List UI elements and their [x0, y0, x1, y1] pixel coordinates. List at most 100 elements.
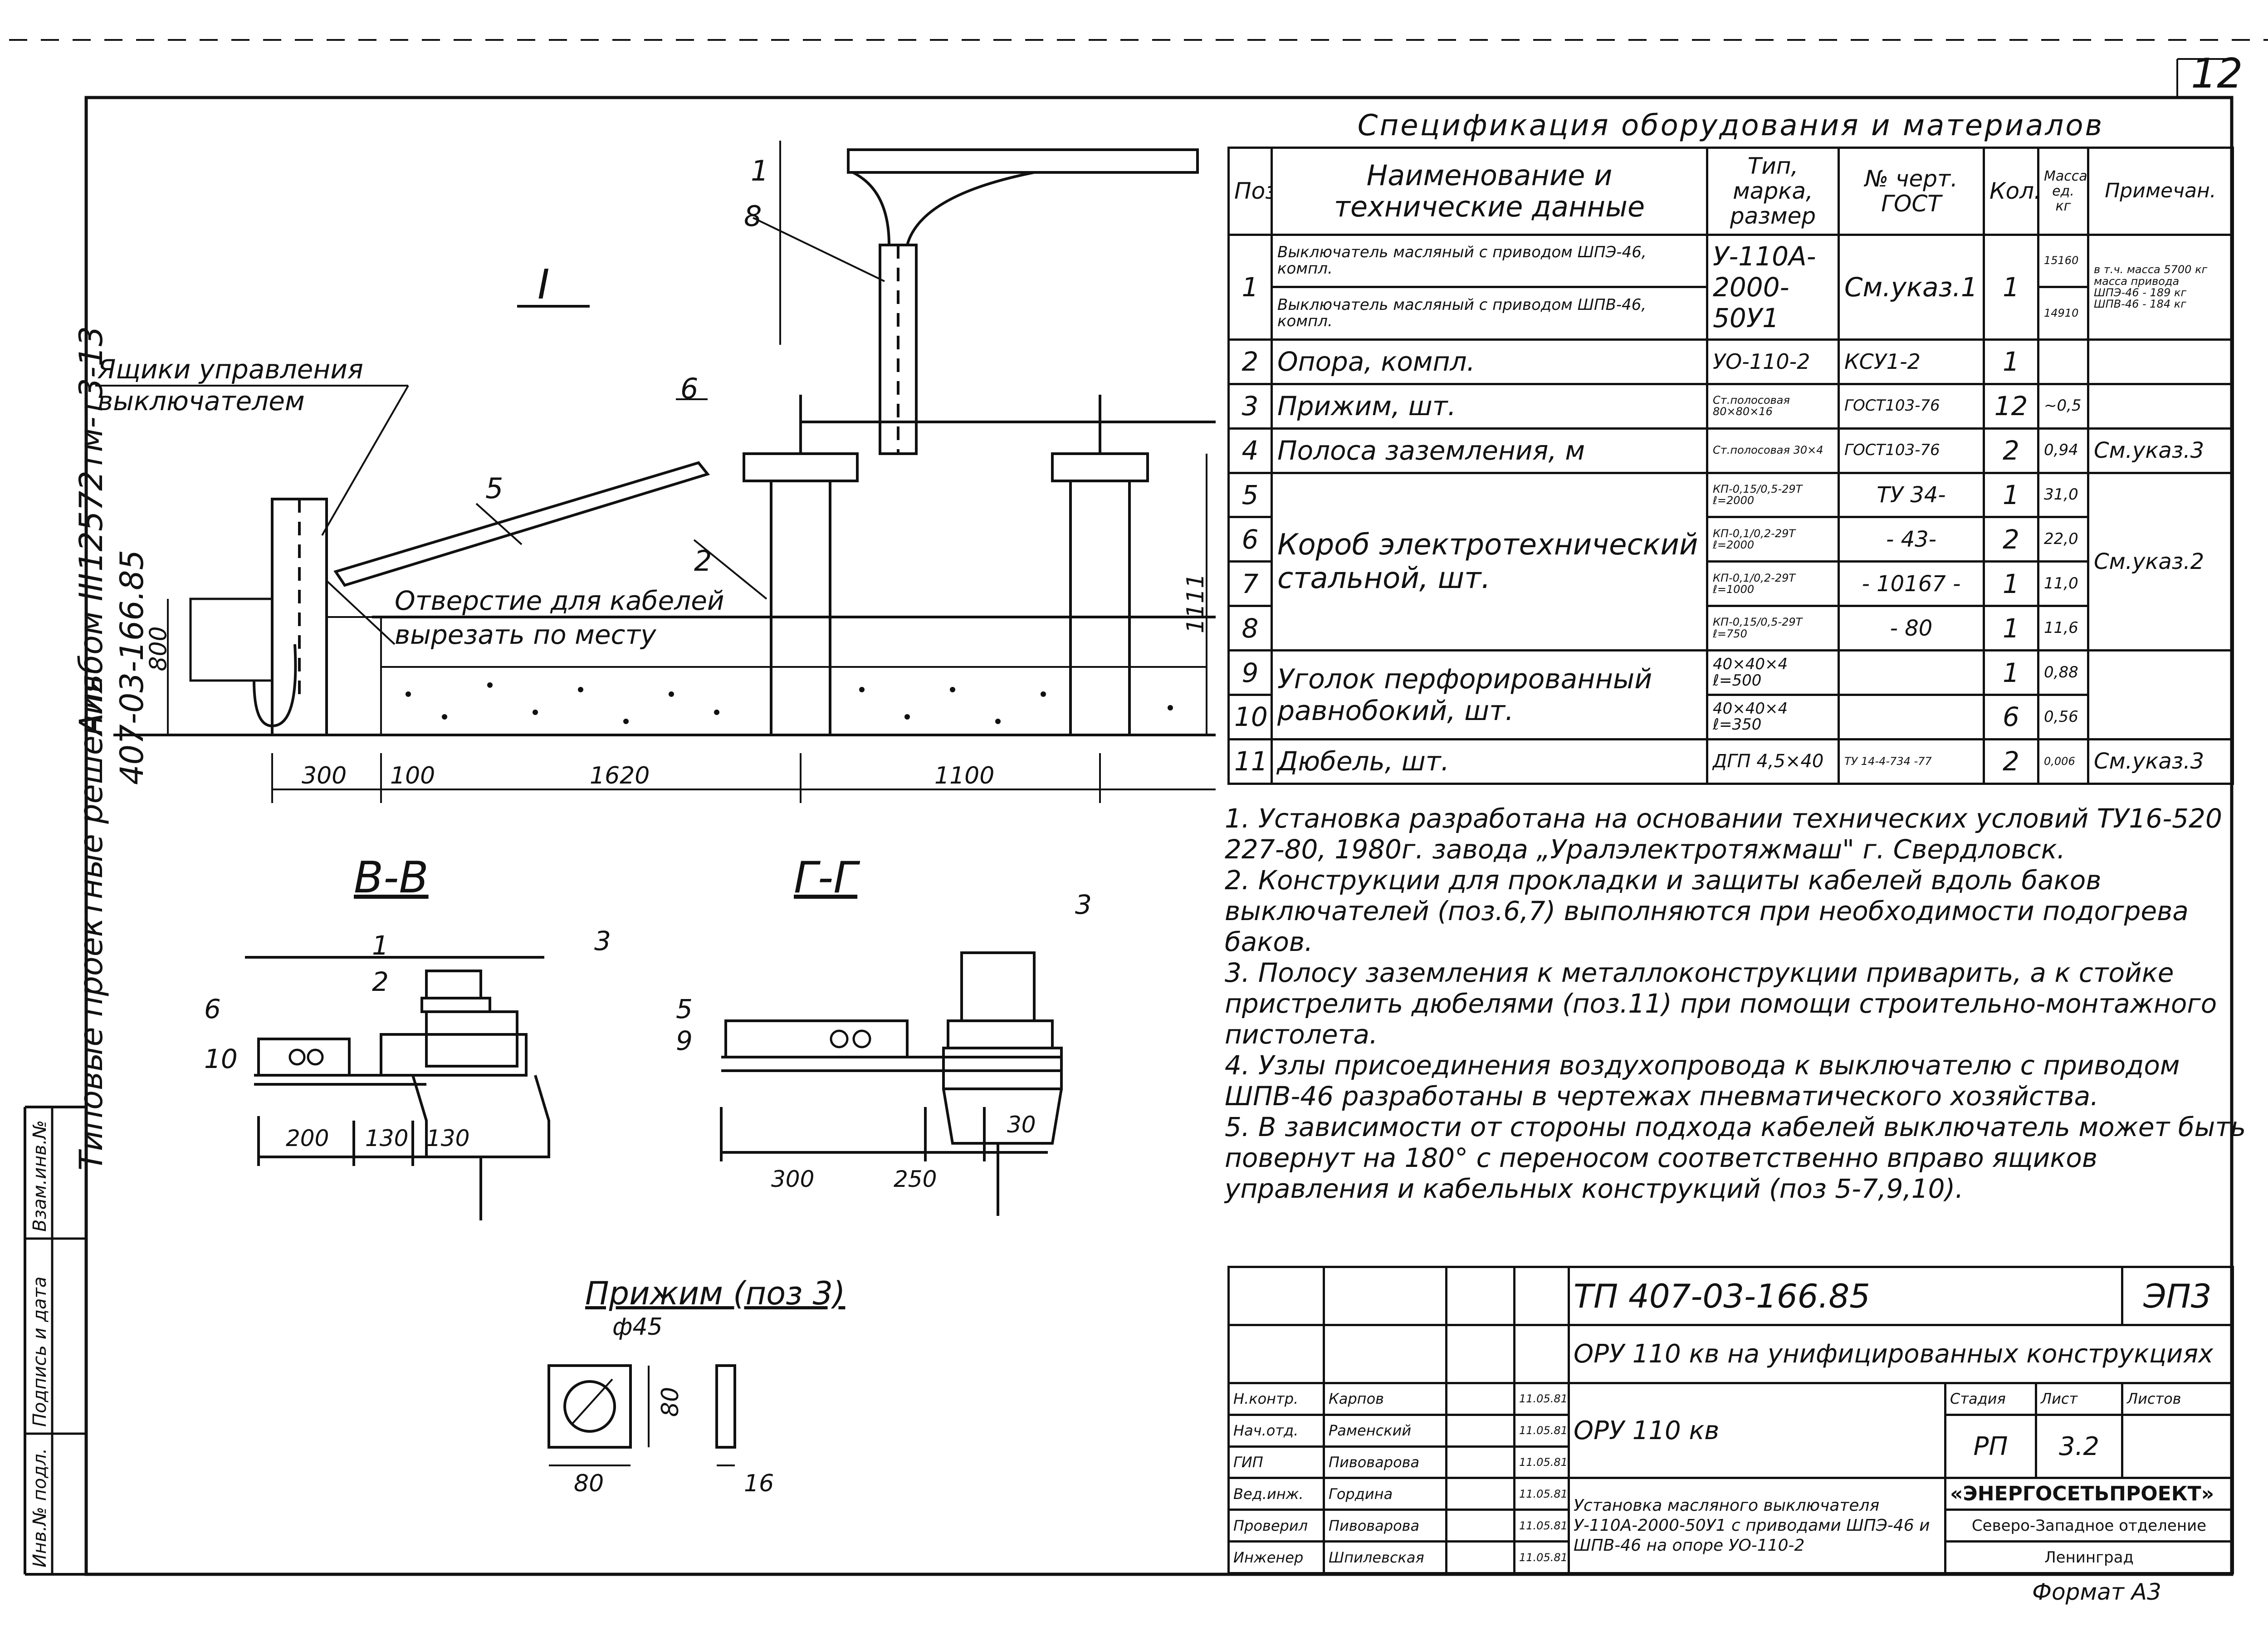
spec-note-merged: См.указ.2 [2087, 471, 2234, 652]
staff-name: Раменский [1323, 1413, 1447, 1448]
hole-label-line2: вырезать по месту [395, 619, 656, 650]
spec-type: КП-0,1/0,2-29Т ℓ=2000 [1706, 516, 1840, 563]
staff-role: Нач.отд. [1227, 1413, 1325, 1448]
boxes-label-line2: выключателем [98, 386, 305, 416]
spec-type: 40×40×4 ℓ=500 [1706, 649, 1840, 696]
gg-pos: 9 [676, 1025, 693, 1056]
spec-qty: 1 [1983, 605, 2039, 652]
format-label: Формат А3 [2032, 1579, 2161, 1605]
staff-name: Пивоварова [1323, 1445, 1447, 1479]
staff-date: 11.05.81 [1513, 1413, 1570, 1448]
note-item: 1. Установка разработана на основании те… [1225, 803, 2222, 865]
bb-pos: 10 [204, 1043, 238, 1074]
spec-header: № черт. ГОСТ [1838, 147, 1985, 236]
staff-name: Шпилевская [1323, 1540, 1447, 1574]
spec-qty: 1 [1983, 233, 2039, 341]
sheets-header: Листов [2121, 1382, 2234, 1416]
spec-type: Ст.полосовая 30×4 [1706, 427, 1840, 474]
staff-date: 11.05.81 [1513, 1382, 1570, 1416]
spec-pos: 9 [1227, 649, 1273, 696]
stamp-replaces-inv: Взам.инв.№ [29, 1120, 50, 1232]
spec-header: Наименование и технические данные [1271, 147, 1708, 236]
pos-label: 2 [694, 544, 712, 578]
spec-pos: 8 [1227, 605, 1273, 652]
spec-name: Полоса заземления, м [1271, 427, 1708, 474]
stage-value: РП [1944, 1413, 2037, 1479]
gg-dim: 250 [894, 1166, 937, 1192]
bb-dim: 130 [426, 1125, 470, 1151]
section-bb-title: В-В [354, 853, 429, 903]
spec-mass: 0,94 [2037, 427, 2089, 474]
staff-role: Вед.инж. [1227, 1477, 1325, 1511]
sheet-value: 3.2 [2035, 1413, 2123, 1479]
staff-date: 11.05.81 [1513, 1445, 1570, 1479]
section-bb-drawing [245, 956, 550, 1220]
spec-type: У-110А- 2000-50У1 [1706, 233, 1840, 341]
spec-qty: 1 [1983, 560, 2039, 607]
clamp-dim: ф45 [612, 1313, 663, 1341]
bb-pos: 2 [372, 966, 389, 997]
project-name: ОРУ 110 кв на унифицированных конструкци… [1568, 1324, 2234, 1385]
view-label-I: I [538, 261, 550, 309]
sheet-title: Установка масляного выключателя У-110А-2… [1568, 1477, 1946, 1574]
sheet-number: 12 [2191, 50, 2243, 98]
spec-gost: ТУ 34- [1838, 471, 1985, 519]
spec-mass: 22,0 [2037, 516, 2089, 563]
spec-gost: ТУ 14-4-734 -77 [1838, 738, 1985, 785]
spec-header: Кол. [1983, 147, 2039, 236]
spec-qty: 12 [1983, 382, 2039, 430]
dim-label: 1620 [590, 762, 650, 789]
pos-label: 5 [485, 472, 503, 505]
spec-pos: 4 [1227, 427, 1273, 474]
spec-note: в т.ч. масса 5700 кг масса привода ШПЭ-4… [2087, 233, 2234, 341]
spec-qty: 2 [1983, 427, 2039, 474]
stamp-signature-date: Подпись и дата [29, 1276, 50, 1427]
spec-qty: 6 [1983, 694, 2039, 740]
dim-label: 300 [302, 762, 347, 789]
spec-mass: 15160 [2037, 233, 2089, 289]
section-gg-title: Г-Г [794, 853, 858, 903]
spec-mass [2037, 338, 2089, 385]
sheet-header: Лист [2035, 1382, 2123, 1416]
spec-gost: - 43- [1838, 516, 1985, 563]
spec-type: КП-0,15/0,5-29Т ℓ=750 [1706, 605, 1840, 652]
spec-gost [1838, 694, 1985, 740]
spec-gost: ГОСТ103-76 [1838, 427, 1985, 474]
note-item: 4. Узлы присоединения воздухопровода к в… [1225, 1050, 2180, 1112]
spec-type: КП-0,1/0,2-29Т ℓ=1000 [1706, 560, 1840, 607]
spec-header: Тип, марка, размер [1706, 147, 1840, 236]
stage-header: Стадия [1944, 1382, 2037, 1416]
gg-pos: 5 [676, 994, 693, 1024]
note-item: 2. Конструкции для прокладки и защиты ка… [1225, 865, 2189, 957]
clamp-dim: 80 [657, 1386, 684, 1417]
spec-mass: 0,56 [2037, 694, 2089, 740]
spec-type: УО-110-2 [1706, 338, 1840, 385]
drawing-mark: ЭП3 [2121, 1265, 2234, 1327]
spec-note: См.указ.3 [2087, 738, 2234, 785]
spec-gost: - 10167 - [1838, 560, 1985, 607]
spec-pos: 3 [1227, 382, 1273, 430]
staff-role: Н.контр. [1227, 1382, 1325, 1416]
bb-pos: 6 [204, 994, 221, 1024]
spec-note: См.указ.3 [2087, 427, 2234, 474]
note-item: 3. Полосу заземления к металлоконструкци… [1225, 957, 2217, 1050]
spec-type: Ст.полосовая 80×80×16 [1706, 382, 1840, 430]
spec-type: 40×40×4 ℓ=350 [1706, 694, 1840, 740]
spec-pos: 5 [1227, 471, 1273, 519]
staff-role: ГИП [1227, 1445, 1325, 1479]
staff-name: Гордина [1323, 1477, 1447, 1511]
spec-mass: 11,6 [2037, 605, 2089, 652]
spec-pos: 2 [1227, 338, 1273, 385]
spec-pos: 11 [1227, 738, 1273, 785]
bb-dim: 200 [286, 1125, 329, 1151]
spec-header: Масса ед. кг [2037, 147, 2089, 236]
spec-mass: 11,0 [2037, 560, 2089, 607]
spec-note [2087, 382, 2234, 430]
spec-table: Спецификация оборудования и материалов П… [1227, 104, 2234, 785]
spec-gost: КСУ1-2 [1838, 338, 1985, 385]
spec-title: Спецификация оборудования и материалов [1228, 104, 2233, 149]
staff-name: Пивоварова [1323, 1509, 1447, 1543]
clamp-dim: 80 [574, 1470, 604, 1497]
staff-date: 11.05.81 [1513, 1509, 1570, 1543]
gg-dim: 300 [771, 1166, 815, 1192]
